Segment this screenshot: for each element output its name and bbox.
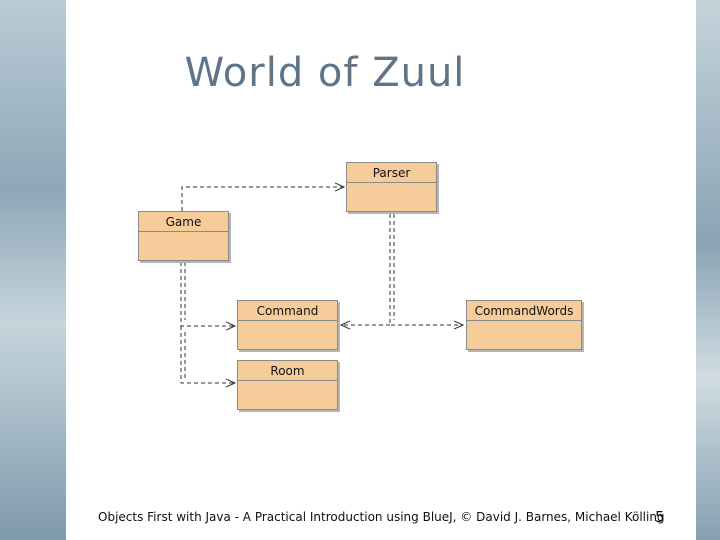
footer-text: Objects First with Java - A Practical In… <box>98 510 665 524</box>
arrow-parser-commandwords <box>389 214 463 325</box>
slide-title: World of Zuul <box>184 50 466 96</box>
class-name-commandwords: CommandWords <box>467 301 581 321</box>
class-name-command: Command <box>238 301 337 321</box>
class-box-command[interactable]: Command <box>237 300 338 350</box>
class-box-room[interactable]: Room <box>237 360 338 410</box>
arrow-game-room <box>180 326 235 383</box>
arrow-game-parser <box>181 187 344 211</box>
arrow-game-command <box>180 262 235 326</box>
class-name-parser: Parser <box>347 163 436 183</box>
class-box-game[interactable]: Game <box>138 211 229 261</box>
class-box-parser[interactable]: Parser <box>346 162 437 212</box>
page-number: 5 <box>655 508 665 526</box>
class-name-room: Room <box>238 361 337 381</box>
background-left-panel <box>0 0 66 540</box>
background-right-panel <box>696 0 720 540</box>
class-name-game: Game <box>139 212 228 232</box>
slide-area <box>66 0 696 540</box>
class-box-commandwords[interactable]: CommandWords <box>466 300 582 350</box>
